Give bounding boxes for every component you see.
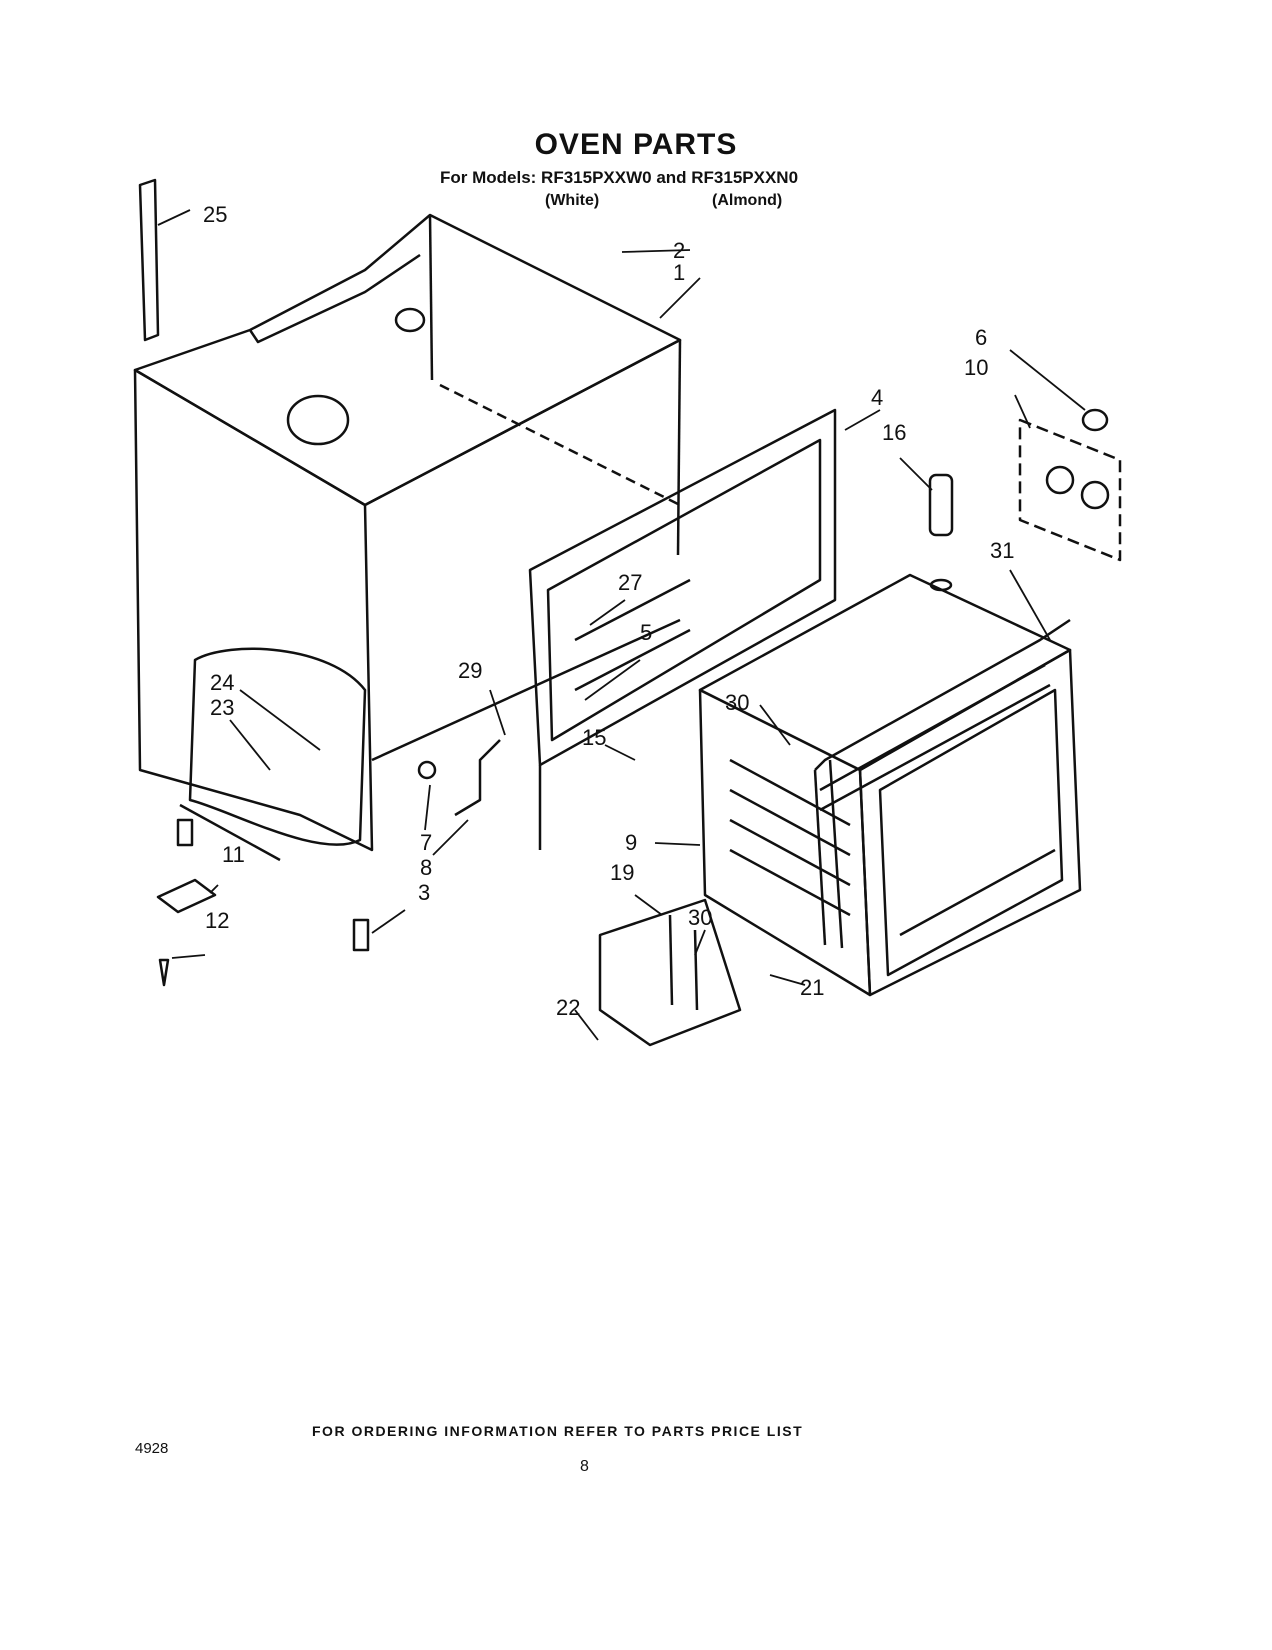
callout-15: 15 [582, 725, 606, 750]
callout-11: 11 [222, 842, 245, 867]
callout-10: 10 [964, 355, 988, 380]
light-assembly-box [1018, 408, 1122, 562]
document-number: 4928 [135, 1440, 169, 1457]
models-line: For Models: RF315PXXW0 and RF315PXXN0 [440, 168, 799, 187]
oven-liner [698, 573, 1082, 997]
color-white-label: (White) [545, 192, 600, 209]
callout-9: 9 [625, 830, 637, 855]
callout-24: 25 [203, 202, 227, 227]
color-almond-label: (Almond) [712, 192, 783, 209]
callout-7: 7 [420, 830, 432, 855]
callout-30: 30 [688, 905, 712, 930]
callout-22: 23 [210, 695, 234, 720]
part-8-bracket [454, 739, 501, 817]
callout-16: 16 [882, 420, 906, 445]
callout-5: 5 [640, 620, 652, 645]
leader-lines [157, 209, 1086, 1041]
callout-6: 6 [975, 325, 987, 350]
callout-numbers: 25 2 1 4 6 10 16 31 27 5 29 15 30 24 23 … [203, 202, 1014, 1020]
callout-19: 19 [610, 860, 634, 885]
page-number: 8 [580, 1458, 589, 1475]
callout-1: 1 [673, 260, 685, 285]
bracket-24 [138, 178, 160, 342]
callout-12: 12 [205, 908, 229, 933]
callout-25: 27 [618, 570, 642, 595]
callout-20: 21 [800, 975, 824, 1000]
door-gasket [813, 618, 1071, 949]
callout-27: 30 [725, 690, 749, 715]
light-socket-16 [928, 473, 954, 592]
callout-2: 2 [673, 238, 685, 263]
part-7-grommet [417, 760, 437, 780]
page-title: OVEN PARTS [534, 128, 738, 161]
callout-3: 3 [418, 880, 430, 905]
oven-door-frame [528, 408, 837, 850]
callout-29: 29 [458, 658, 482, 683]
callout-4: 4 [871, 385, 883, 410]
cabinet-body [133, 213, 682, 852]
callout-31: 31 [990, 538, 1014, 563]
bracket-19 [598, 898, 742, 1047]
ordering-note: FOR ORDERING INFORMATION REFER TO PARTS … [312, 1423, 804, 1439]
callout-23: 24 [210, 670, 234, 695]
burner-area-detail [179, 647, 367, 862]
callout-8: 8 [420, 855, 432, 880]
leveling-leg-parts [156, 818, 370, 987]
callout-21: 22 [556, 995, 580, 1020]
